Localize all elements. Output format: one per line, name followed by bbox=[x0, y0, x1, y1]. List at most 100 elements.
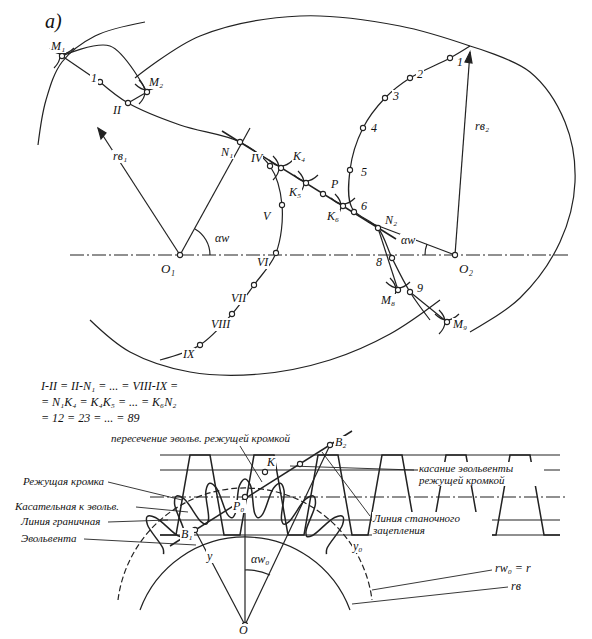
callout-text: касание эвольвенты режущей кромкой bbox=[418, 462, 544, 486]
involute-curve bbox=[62, 45, 147, 92]
leader-line bbox=[290, 466, 414, 470]
point-marker bbox=[382, 95, 387, 100]
point-label: IX bbox=[182, 348, 195, 361]
point-label: 1 bbox=[456, 56, 464, 69]
point-label: VI bbox=[256, 256, 269, 269]
arrow-head bbox=[465, 52, 472, 63]
point-marker bbox=[297, 461, 302, 466]
point-label: V bbox=[262, 210, 271, 223]
callout-text: Линия станочного зацепления bbox=[372, 512, 492, 536]
radius-line bbox=[455, 52, 470, 255]
point-marker bbox=[242, 494, 247, 499]
leader-line bbox=[322, 452, 370, 516]
point-marker bbox=[267, 163, 272, 168]
point-label: VIII bbox=[210, 318, 231, 331]
point-marker bbox=[320, 191, 325, 196]
point-marker bbox=[389, 255, 394, 260]
point-marker bbox=[59, 53, 64, 58]
point-marker bbox=[251, 282, 256, 287]
point-label: O₂ bbox=[458, 262, 474, 276]
point-label: II bbox=[112, 104, 122, 117]
point-label: K₄ bbox=[292, 150, 306, 163]
angle-arc bbox=[245, 570, 270, 575]
radius-line bbox=[195, 530, 245, 625]
point-marker bbox=[452, 252, 457, 257]
point-marker bbox=[279, 202, 284, 207]
point-marker bbox=[177, 252, 182, 257]
point-label: K bbox=[266, 456, 276, 469]
leader-line bbox=[136, 507, 188, 512]
point-marker bbox=[447, 55, 452, 60]
point-marker bbox=[407, 289, 412, 294]
leader-line bbox=[108, 482, 182, 500]
leader-line bbox=[372, 570, 492, 590]
angle-arc bbox=[425, 244, 427, 255]
leader-line bbox=[352, 587, 508, 604]
point-marker bbox=[229, 311, 234, 316]
point-label: 6 bbox=[360, 200, 368, 213]
point-marker bbox=[278, 165, 283, 170]
point-label: P bbox=[330, 178, 339, 191]
figure-letter: а) bbox=[44, 10, 63, 32]
callout-text: Эвольвента bbox=[20, 532, 78, 544]
point-marker bbox=[144, 89, 149, 94]
point-marker bbox=[125, 100, 130, 105]
base-circle bbox=[140, 537, 350, 610]
point-label: P₀ bbox=[232, 500, 246, 513]
radius-line bbox=[244, 497, 245, 625]
point-marker bbox=[197, 342, 202, 347]
point-marker bbox=[407, 75, 412, 80]
angle-label: αw bbox=[214, 232, 230, 245]
point-label: O bbox=[238, 624, 249, 637]
point-marker bbox=[273, 250, 278, 255]
point-label: IV bbox=[250, 152, 263, 165]
pitch-circle bbox=[118, 488, 372, 600]
involute-curve bbox=[38, 22, 145, 145]
point-label: VII bbox=[230, 292, 247, 305]
center-line bbox=[70, 254, 570, 255]
point-label: В₂ bbox=[334, 436, 348, 449]
involute-curve bbox=[348, 46, 470, 320]
point-label: K₆ bbox=[326, 210, 340, 223]
leader-line bbox=[240, 446, 262, 482]
point-label: M₉ bbox=[452, 318, 468, 331]
point-label: 9 bbox=[416, 282, 424, 295]
dimension-label: rв₂ bbox=[474, 120, 490, 133]
point-marker bbox=[360, 125, 365, 130]
point-marker bbox=[347, 167, 352, 172]
point-marker bbox=[262, 469, 267, 474]
point-label: N₁ bbox=[220, 146, 234, 159]
involute-curve bbox=[90, 300, 440, 375]
point-label: O₁ bbox=[160, 262, 176, 276]
point-marker bbox=[327, 442, 332, 447]
dimension-label: rв₁ bbox=[112, 150, 128, 163]
callout-text: Линия граничная bbox=[20, 515, 101, 527]
angle-label: αw bbox=[400, 234, 416, 247]
point-label: 2 bbox=[416, 68, 424, 81]
point-label: 5 bbox=[360, 166, 368, 179]
point-label: 3 bbox=[392, 90, 400, 103]
point-marker bbox=[340, 203, 345, 208]
point-marker bbox=[303, 180, 308, 185]
radius-line bbox=[98, 128, 180, 255]
point-label: В₁ bbox=[180, 528, 194, 541]
point-label: K₅ bbox=[288, 186, 302, 199]
angle-arc bbox=[195, 229, 210, 255]
point-label: y₀ bbox=[352, 540, 364, 553]
callout-text: Касательная к эвольв. bbox=[14, 500, 120, 512]
point-marker bbox=[97, 79, 102, 84]
rack-line bbox=[160, 454, 560, 455]
point-label: 1 bbox=[90, 72, 98, 85]
radius-line bbox=[245, 445, 330, 625]
point-marker bbox=[351, 209, 356, 214]
angle-label: αw₀ bbox=[250, 553, 270, 566]
compass-mark bbox=[269, 156, 293, 180]
point-label: y bbox=[206, 550, 213, 563]
point-label: M₈ bbox=[380, 294, 396, 307]
point-label: N₂ bbox=[384, 214, 398, 227]
point-marker bbox=[237, 139, 242, 144]
equation-text: = 12 = 23 = ... = 89 bbox=[40, 412, 140, 425]
boundary-line bbox=[160, 519, 560, 520]
